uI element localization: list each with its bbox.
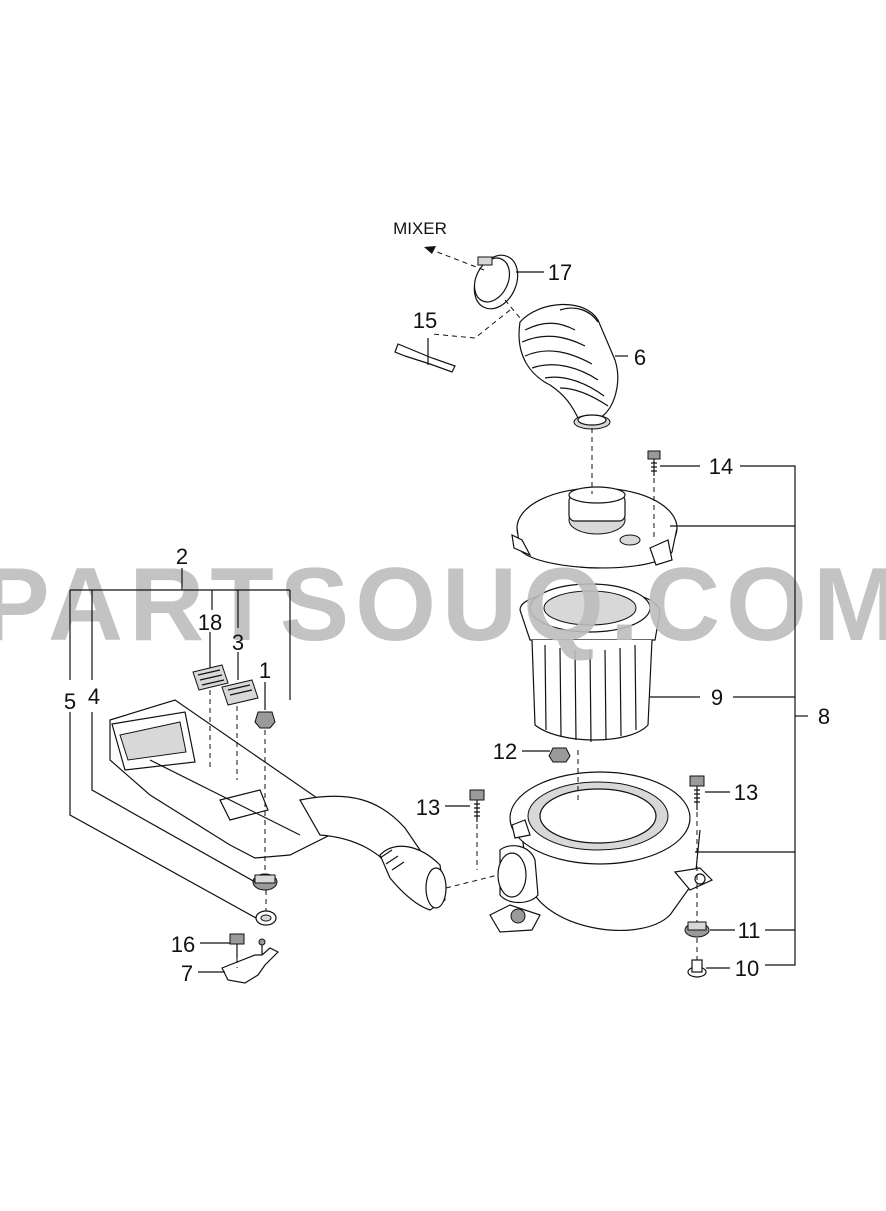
callout-13-right: 13 [734,780,758,805]
leader-5 [69,712,257,919]
part-5-collar [255,910,277,926]
callout-16: 16 [171,932,195,957]
callout-13-left: 13 [416,795,440,820]
callout-8: 8 [818,704,830,729]
callout-5: 5 [64,689,76,714]
callout-14: 14 [709,454,733,479]
part-6-intake-hose [518,303,619,430]
leader-4 [91,712,256,883]
part-13-bolt-left [469,789,485,822]
mixer-direction-label: MIXER [393,219,447,238]
part-11-grommet [684,921,710,938]
part-15-breather-pipe [394,343,456,373]
callout-11: 11 [738,918,761,943]
part-13-bolt-right [689,775,705,810]
part-10-bolt [687,959,707,978]
callout-7: 7 [181,961,193,986]
bracket-8 [740,465,796,966]
callout-12: 12 [493,739,517,764]
part-4-insulator [252,873,278,891]
part-17-clamp [473,254,519,310]
air-cleaner-upper-cover [511,486,678,569]
callout-9: 9 [711,685,723,710]
part-16-bolt [229,933,245,958]
part-18-label [192,664,229,691]
air-cleaner-lower-body [489,771,714,933]
part-7-bracket [221,938,280,984]
part-9-filter-element [519,583,661,743]
part-14-screw [647,450,661,476]
mixer-arrow [424,246,485,271]
watermark: PARTSOUQ.COM [0,547,886,663]
callout-10: 10 [735,956,759,981]
part-2-air-intake-duct [109,699,447,911]
dash-hose-pipe [431,309,511,339]
part-3-label [221,679,259,706]
callout-17: 17 [548,260,572,285]
part-12-nut [548,747,571,763]
callout-18: 18 [198,610,222,635]
callout-3: 3 [232,630,244,655]
dash-duct-body [445,874,499,889]
callout-2: 2 [176,544,188,569]
callout-6: 6 [634,345,646,370]
callout-4: 4 [88,684,100,709]
callout-1: 1 [259,658,271,683]
dash-hose-clamp [504,299,521,319]
part-1-grommet [254,711,276,729]
callout-15: 15 [413,308,437,333]
